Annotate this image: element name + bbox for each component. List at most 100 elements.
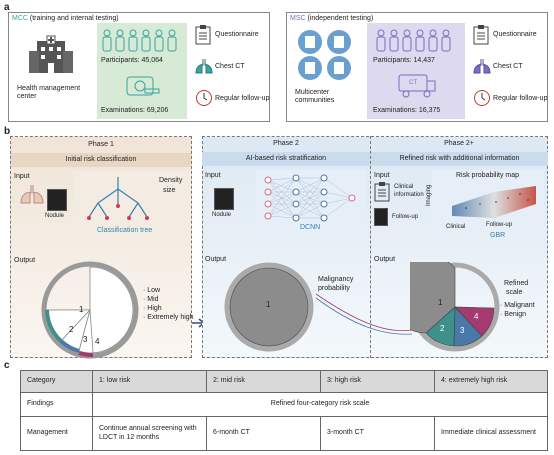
phase2plus-pie-label-4: 4	[474, 312, 479, 321]
table-header-cell: 2: mid risk	[206, 370, 321, 393]
flow-curves	[315, 293, 413, 335]
phase2plus-refined-line2: scale	[506, 289, 523, 296]
neural-network-icon	[264, 174, 356, 222]
phase1-sub: Initial risk classification	[65, 156, 137, 163]
phase2plus-malignant: · Malignant	[500, 302, 535, 309]
msc-title: MSC (independent testing)	[290, 15, 373, 23]
msc-center-label: Multicenter communities	[295, 89, 335, 105]
phase2plus-followup: Follow-up	[392, 214, 419, 220]
classification-tree-icon	[87, 177, 149, 220]
buildings-icon	[298, 30, 351, 80]
management-label: Management	[20, 416, 93, 451]
phase2plus-clinical-line2: information	[394, 192, 424, 198]
phase2plus-map-title: Risk probability map	[456, 172, 520, 179]
phase2-sub: AI-based risk stratification	[245, 155, 327, 162]
nodule-image	[47, 189, 67, 211]
phase2plus-benign: · Benign	[500, 311, 527, 318]
table-header-cell: 4: extremely high risk	[434, 370, 548, 393]
phase1-tree-label: Classification tree	[97, 227, 153, 234]
questionnaire-icon	[195, 25, 211, 45]
people-icon	[102, 29, 177, 52]
panel-a-letter: a	[4, 2, 10, 13]
mcc-title-abbr: MCC	[12, 15, 28, 22]
table-header-cell: 3: high risk	[320, 370, 435, 393]
phase1-input-label: Input	[14, 173, 30, 180]
management-cell: Immediate clinical assessment	[434, 416, 548, 451]
mcc-title-rest: (training and internal testing)	[27, 15, 119, 22]
lungs-icon	[473, 59, 491, 74]
phase1-size: size	[163, 187, 176, 194]
mcc-item-followup: Regular follow-up	[215, 95, 270, 102]
phase2plus-model-label: GBR	[490, 232, 506, 239]
lungs-icon	[20, 185, 44, 204]
phase1-density: Density	[159, 177, 183, 184]
msc-participants-panel: Participants: 14,437 CT Examinations: 16…	[367, 23, 465, 119]
phase2plus-axis-followup: Follow-up	[486, 222, 513, 228]
phase2plus-pie-label-3: 3	[460, 326, 465, 335]
phase1-sub-band	[11, 153, 191, 167]
msc-item-followup: Regular follow-up	[493, 95, 548, 102]
phase2-pie-label-1: 1	[266, 300, 271, 309]
msc-ct-tag: CT	[409, 80, 417, 86]
phase2plus-pie-label-2: 2	[440, 324, 445, 333]
lungs-icon	[195, 59, 213, 74]
findings-label: Findings	[20, 392, 93, 417]
phase-divider	[370, 136, 371, 358]
phase2plus-refined-donut	[410, 262, 500, 352]
people-icon	[376, 29, 451, 52]
msc-participants: Participants: 14,437	[373, 57, 435, 64]
clock-icon	[196, 90, 212, 106]
mcc-participants: Participants: 45,064	[101, 57, 163, 64]
table-row: Management Continue annual screening wit…	[20, 416, 548, 451]
mcc-item-questionnaire: Questionnaire	[215, 31, 259, 38]
findings-value: Refined four-category risk scale	[92, 392, 548, 417]
phase1-level-extremely-high: · Extremely high	[143, 314, 194, 321]
followup-image	[374, 208, 388, 226]
tree-panel	[73, 171, 191, 237]
clock-icon	[474, 90, 490, 106]
mcc-item-chest-ct: Chest CT	[215, 63, 245, 70]
msc-item-chest-ct: Chest CT	[493, 63, 523, 70]
table-header-cell: Category	[20, 370, 93, 393]
table-header-cell: 1: low risk	[92, 370, 207, 393]
mcc-examinations: Examinations: 69,206	[101, 107, 169, 114]
phase1-risk-donut	[41, 261, 139, 359]
phase2-nodule-label: Nodule	[212, 212, 232, 218]
phase1-pie-label-1: 1	[79, 305, 84, 314]
dcnn-panel	[256, 170, 366, 234]
phase2plus-sub-band	[371, 152, 548, 166]
phase1-pie-label-4: 4	[95, 337, 100, 346]
msc-title-rest: (independent testing)	[305, 15, 374, 22]
phase2plus-input-label: Input	[374, 172, 390, 179]
phase1-pie-label-3: 3	[83, 335, 88, 344]
msc-box: MSC (independent testing) Multicenter co…	[286, 12, 548, 122]
risk-surface-plot	[452, 186, 536, 218]
phase2plus-header: Phase 2+	[444, 140, 474, 147]
phase1-level-low: · Low	[143, 287, 161, 294]
phase2plus-clinical-line1: Clinical	[394, 184, 414, 190]
management-cell: 3-month CT	[320, 416, 435, 451]
phase2plus-axis-imaging: Imaging	[426, 184, 432, 206]
msc-title-abbr: MSC	[290, 15, 306, 22]
mcc-title: MCC (training and internal testing)	[12, 15, 119, 23]
phase2-header: Phase 2	[273, 140, 299, 147]
mcc-participants-panel: Participants: 45,064 Examinations: 69,20…	[97, 23, 187, 119]
phase1-pie-label-2: 2	[69, 325, 74, 334]
mcc-box: MCC (training and internal testing) Heal…	[8, 12, 270, 122]
management-cell: Continue annual screening with LDCT in 1…	[92, 416, 207, 451]
hospital-icon	[29, 35, 73, 73]
msc-item-questionnaire: Questionnaire	[493, 31, 537, 38]
nodule-image	[214, 188, 234, 210]
risk-table: Category 1: low risk 2: mid risk 3: high…	[20, 370, 548, 451]
phase1-output-label: Output	[14, 257, 36, 264]
phase2plus-axis-clinical: Clinical	[446, 224, 466, 230]
questionnaire-icon	[473, 25, 489, 45]
phase2plus-refined-line1: Refined	[504, 280, 529, 287]
mcc-center-label: Health management center	[17, 85, 81, 101]
phase1-header: Phase 1	[88, 141, 114, 148]
table-header-row: Category 1: low risk 2: mid risk 3: high…	[20, 370, 548, 393]
phase2plus-sub: Refined risk with additional information	[399, 155, 520, 162]
clinical-info-icon	[374, 182, 390, 202]
phase2-input-label: Input	[205, 172, 221, 179]
phase2plus-output-label: Output	[374, 256, 396, 263]
